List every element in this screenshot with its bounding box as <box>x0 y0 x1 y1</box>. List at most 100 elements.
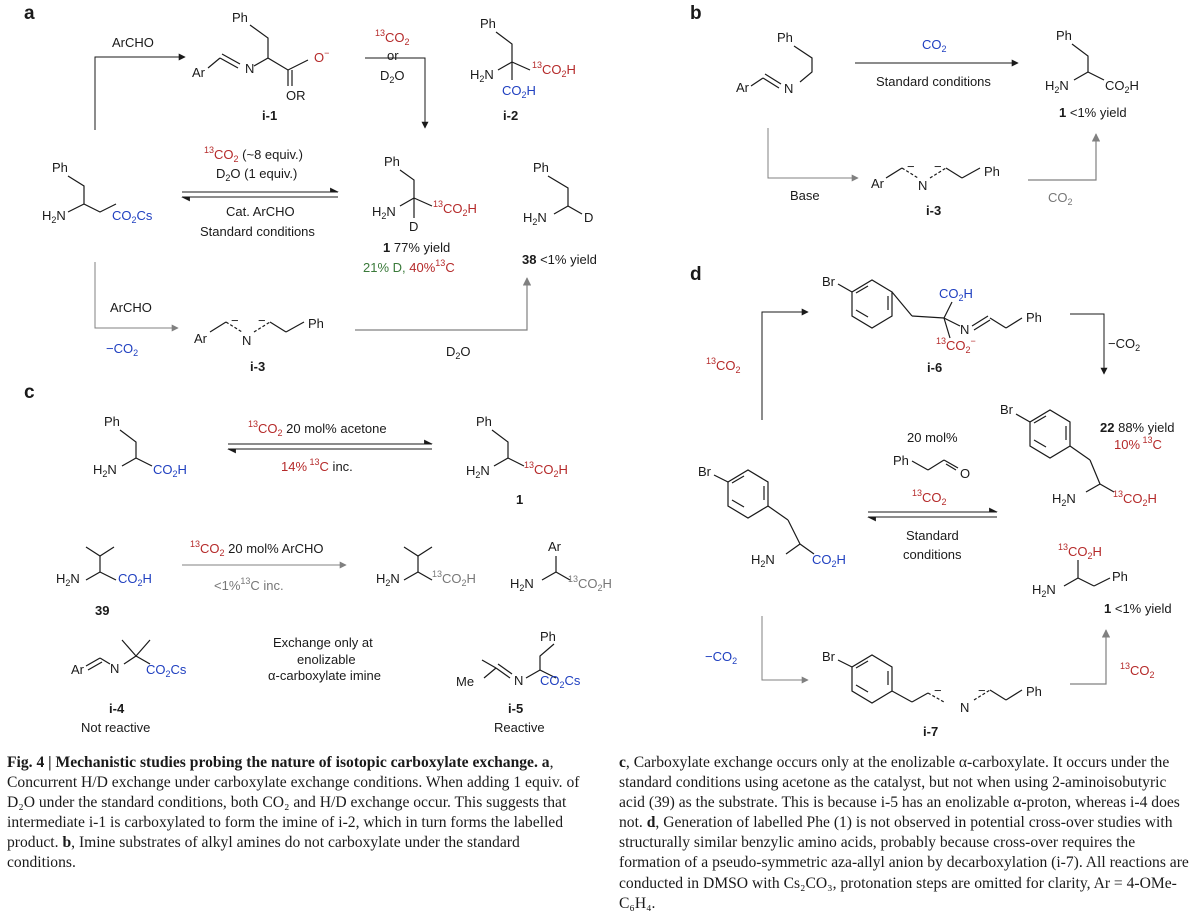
c-phe-ph: Ph <box>104 414 120 429</box>
b-base-label: Base <box>790 188 820 203</box>
b-i3-charge-1: − <box>907 159 915 174</box>
c-ag-13co2h: 13CO2H <box>568 574 612 593</box>
c-39-label: 39 <box>95 603 109 618</box>
d-i6-decarb-arrow <box>1070 313 1108 375</box>
i3-to-38-arrow <box>355 277 532 331</box>
d-i7-br: Br <box>822 649 836 664</box>
product-1-number: 1 <box>383 240 390 255</box>
i3-n: N <box>242 333 251 348</box>
c38-d: D <box>584 210 593 225</box>
figure-4-scheme: a Ph H2N CO2Cs ArCHO Ph O− OR N Ar i-1 1… <box>24 3 1174 739</box>
c-product-1-structure: Ph H2N 13CO2H 1 <box>466 414 568 507</box>
c-aibp-amine: H2N <box>376 571 400 588</box>
compound-38-yield-value: <1% yield <box>540 252 597 267</box>
c-inc-1-value: 14% <box>281 459 307 474</box>
b-i3-ar: Ar <box>871 176 885 191</box>
d-i7-carb-arrow <box>1070 629 1111 685</box>
panel-c-label: c <box>24 382 35 403</box>
c-p1-ph: Ph <box>476 414 492 429</box>
amine-label: H2N <box>42 208 66 225</box>
d-22-13co2h: 13CO2H <box>1113 489 1157 508</box>
b-ph: Ph <box>777 30 793 45</box>
d-i7-n: N <box>960 700 969 715</box>
c-aib-amine: H2N <box>56 571 80 588</box>
intermediate-i2-structure: Ph H2N 13CO2H CO2H i-2 <box>470 16 576 123</box>
d-ald-o: O <box>960 466 970 481</box>
b-p-amine: H2N <box>1045 78 1069 95</box>
c-i4-label: i-4 <box>109 701 125 716</box>
path-to-i1-arrow <box>94 53 186 130</box>
d-aldehyde-structure: Ph O <box>893 453 970 481</box>
b-p-ph: Ph <box>1056 28 1072 43</box>
c-phe-structure: Ph H2N CO2H <box>93 414 187 479</box>
d-i6-ph: Ph <box>1026 310 1042 325</box>
d-i7-structure: Br N Ph − − i-7 <box>822 649 1042 739</box>
d-sub-amine: H2N <box>751 552 775 569</box>
c-inc-2: <1%13C inc. <box>214 576 284 593</box>
c-i5-me: Me <box>456 674 474 689</box>
b-product-yield-value: <1% yield <box>1070 105 1127 120</box>
i1-ar: Ar <box>192 65 206 80</box>
c-aib-structure: H2N CO2H 39 <box>56 546 152 618</box>
b-i3-ph: Ph <box>984 164 1000 179</box>
c-i4-note: Not reactive <box>81 720 150 735</box>
panel-c: c Ph H2N CO2H 13CO2 20 mol% acetone 14% … <box>24 382 612 735</box>
intermediate-i1-structure: Ph O− OR N Ar i-1 <box>192 10 329 123</box>
d-product-22-structure: Br H2N 13CO2H <box>1000 402 1157 508</box>
c-i5-ph: Ph <box>540 629 556 644</box>
path-to-i3-arrow <box>94 262 179 332</box>
d-conds-co2: 13CO2 <box>912 488 947 507</box>
d-sub-co2h: CO2H <box>812 552 846 569</box>
d-22-br: Br <box>1000 402 1014 417</box>
panel-a-label: a <box>24 3 35 24</box>
c-i4-n: N <box>110 661 119 676</box>
c-aib-co2h: CO2H <box>118 571 152 588</box>
b-std-label: Standard conditions <box>876 74 991 89</box>
caption-left-column: Fig. 4 | Mechanistic studies probing the… <box>7 754 580 872</box>
compound-38-structure: Ph H2N D <box>523 160 593 227</box>
c-p1-amine: H2N <box>466 463 490 480</box>
i3-charge-1: − <box>231 313 239 328</box>
b-ar: Ar <box>736 80 750 95</box>
d-i6-13co2: 13CO2− <box>936 336 976 355</box>
b-n: N <box>784 81 793 96</box>
d-top-path-arrow <box>761 308 809 420</box>
d-product-1-structure: 13CO2H H2N Ph <box>1032 542 1128 599</box>
b-product-structure: Ph H2N CO2H <box>1045 28 1139 95</box>
c-i5-n: N <box>514 673 523 688</box>
caption-title: Mechanistic studies probing the nature o… <box>55 754 538 771</box>
d-p1-13co2h: 13CO2H <box>1058 542 1102 561</box>
d-p1-ph: Ph <box>1112 569 1128 584</box>
b-product-yield: 1 <1% yield <box>1059 105 1127 120</box>
c-mid-text-2: enolizable <box>297 652 356 667</box>
d-minus-co2-top: −CO2 <box>1108 336 1140 353</box>
i2-amine: H2N <box>470 67 494 84</box>
c13-incorporation: 40% <box>409 260 435 275</box>
c-conds-2: 13CO2 20 mol% ArCHO <box>190 539 324 558</box>
eq-co2-label: 13CO2 (~8 equiv.) <box>204 145 303 164</box>
carboxylate-label: CO2Cs <box>112 208 153 225</box>
intermediate-i3-structure: Ar N Ph − − i-3 <box>194 313 324 374</box>
c-p1-13co2h: 13CO2H <box>524 460 568 479</box>
d-std-1: Standard <box>906 528 959 543</box>
phe-substituent: Ph <box>52 160 68 175</box>
d-i7-charge-1: − <box>934 683 942 698</box>
imine-b-structure: Ph N Ar <box>736 30 813 96</box>
caption-right-column: c, Carboxylate exchange occurs only at t… <box>619 754 1189 912</box>
eq-std-label: Standard conditions <box>200 224 315 239</box>
c-p1-label: 1 <box>516 492 523 507</box>
c-i5-co2cs: CO2Cs <box>540 673 581 690</box>
p1-13co2h: 13CO2H <box>433 199 477 218</box>
eq-cat-label: Cat. ArCHO <box>226 204 295 219</box>
phe-cs-salt-structure: Ph H2N CO2Cs <box>42 160 153 225</box>
product-1-yield: 1 77% yield <box>383 240 450 255</box>
d-i7-charge-2: − <box>978 683 986 698</box>
d-co2-red-label: 13CO2 <box>706 356 741 375</box>
c-i4-structure: Ar N CO2Cs i-4 Not reactive <box>71 639 187 735</box>
product-1-labelling: 21% D, 40%13C <box>363 258 455 275</box>
c-i5-note: Reactive <box>494 720 545 735</box>
d-p1-amine: H2N <box>1032 582 1056 599</box>
b-i3-structure: Ar N Ph − − i-3 <box>871 159 1000 218</box>
archo-lower-label: ArCHO <box>110 300 152 315</box>
i1-label: i-1 <box>262 108 277 123</box>
